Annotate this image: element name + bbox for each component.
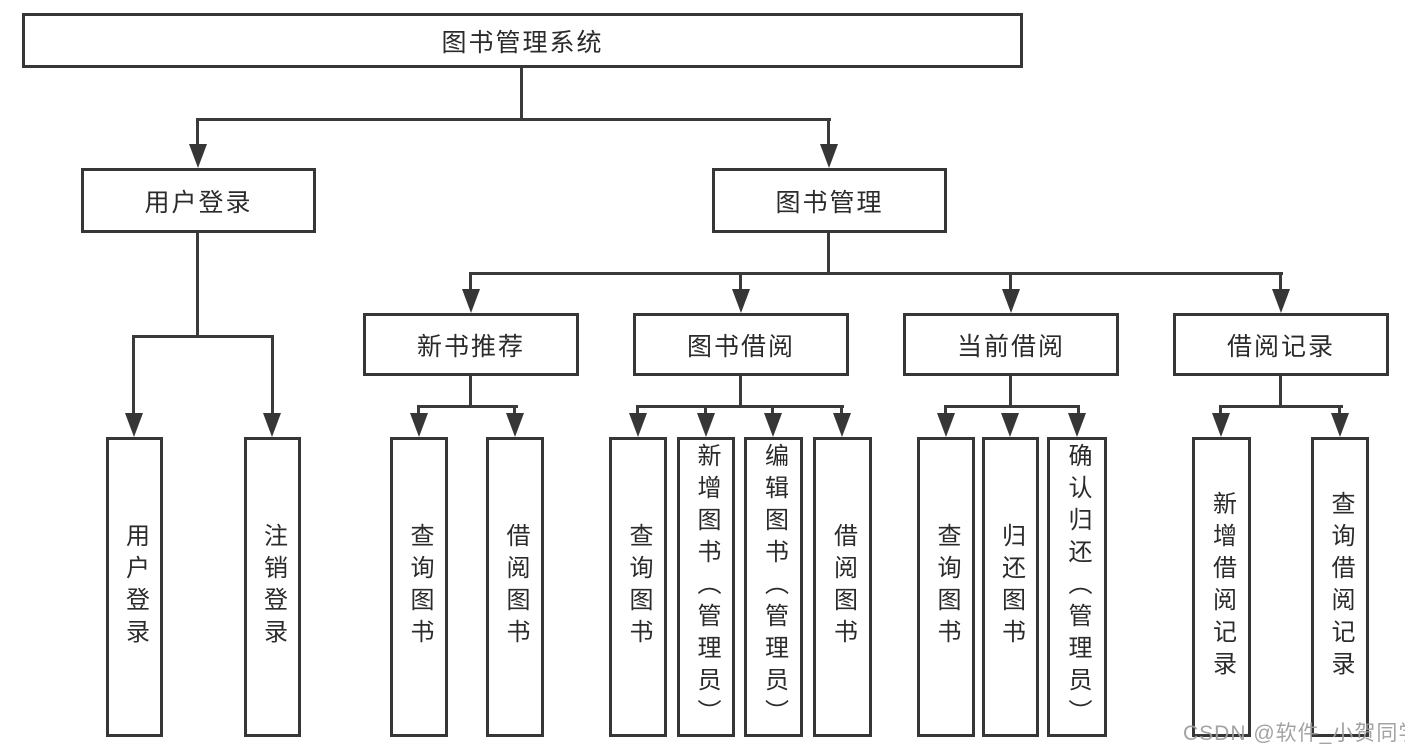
connector-line: [739, 272, 742, 292]
arrowhead-down-icon: [189, 144, 207, 168]
leaf-query-books-current: 查询图书: [917, 437, 975, 737]
connector-line: [196, 118, 831, 121]
arrowhead-down-icon: [263, 413, 281, 437]
connector-line: [1279, 376, 1282, 408]
connector-line: [944, 405, 947, 415]
connector-line: [196, 118, 199, 146]
leaf-query-borrow-record: 查询借阅记录: [1311, 437, 1369, 737]
leaf-query-books-borrowing: 查询图书: [609, 437, 667, 737]
connector-line: [469, 272, 472, 292]
connector-line: [771, 405, 774, 415]
connector-line: [1219, 405, 1343, 408]
arrowhead-down-icon: [764, 413, 782, 437]
node-book-borrowing: 图书借阅: [633, 313, 849, 376]
connector-line: [513, 405, 516, 415]
arrowhead-down-icon: [410, 413, 428, 437]
connector-line: [271, 335, 274, 415]
arrowhead-down-icon: [732, 289, 750, 313]
leaf-add-borrow-record: 新增借阅记录: [1192, 437, 1251, 737]
arrowhead-down-icon: [1331, 413, 1349, 437]
connector-line: [1009, 376, 1012, 408]
connector-line: [1279, 272, 1282, 292]
connector-line: [469, 376, 472, 408]
connector-line: [417, 405, 518, 408]
connector-line: [132, 335, 274, 338]
connector-line: [704, 405, 707, 415]
leaf-user-login: 用户登录: [106, 437, 163, 737]
arrowhead-down-icon: [937, 413, 955, 437]
leaf-return-books: 归还图书: [982, 437, 1039, 737]
connector-line: [469, 272, 1283, 275]
arrowhead-down-icon: [820, 144, 838, 168]
csdn-watermark: CSDN @软件_小贺同学: [1183, 722, 1405, 745]
leaf-borrow-books-borrowing: 借阅图书: [813, 437, 872, 737]
connector-line: [840, 405, 843, 415]
arrowhead-down-icon: [697, 413, 715, 437]
node-user-login: 用户登录: [81, 168, 316, 233]
arrowhead-down-icon: [1001, 413, 1019, 437]
leaf-logout: 注销登录: [244, 437, 301, 737]
connector-line: [132, 335, 135, 415]
arrowhead-down-icon: [1002, 289, 1020, 313]
arrowhead-down-icon: [629, 413, 647, 437]
node-borrowing-records: 借阅记录: [1173, 313, 1389, 376]
connector-line: [827, 118, 830, 146]
leaf-query-books-recommend: 查询图书: [390, 437, 448, 737]
leaf-borrow-books-recommend: 借阅图书: [486, 437, 544, 737]
connector-line: [636, 405, 844, 408]
connector-line: [1338, 405, 1341, 415]
node-book-management: 图书管理: [712, 168, 947, 233]
connector-line: [636, 405, 639, 415]
connector-line: [827, 233, 830, 274]
connector-line: [520, 68, 523, 118]
arrowhead-down-icon: [1212, 413, 1230, 437]
leaf-add-book-admin: 新增图书（管理员）: [677, 437, 735, 737]
connector-line: [944, 405, 1080, 408]
connector-line: [739, 376, 742, 408]
node-current-borrowing: 当前借阅: [903, 313, 1119, 376]
arrowhead-down-icon: [833, 413, 851, 437]
arrowhead-down-icon: [506, 413, 524, 437]
arrowhead-down-icon: [462, 289, 480, 313]
connector-line: [196, 233, 199, 335]
connector-line: [1077, 405, 1080, 415]
leaf-confirm-return-admin: 确认归还（管理员）: [1047, 437, 1107, 737]
arrowhead-down-icon: [125, 413, 143, 437]
connector-line: [417, 405, 420, 415]
arrowhead-down-icon: [1068, 413, 1086, 437]
connector-line: [1219, 405, 1222, 415]
connector-line: [1009, 272, 1012, 292]
leaf-edit-book-admin: 编辑图书（管理员）: [744, 437, 803, 737]
node-new-book-recommendation: 新书推荐: [363, 313, 579, 376]
arrowhead-down-icon: [1272, 289, 1290, 313]
node-library-management-system: 图书管理系统: [22, 13, 1023, 68]
